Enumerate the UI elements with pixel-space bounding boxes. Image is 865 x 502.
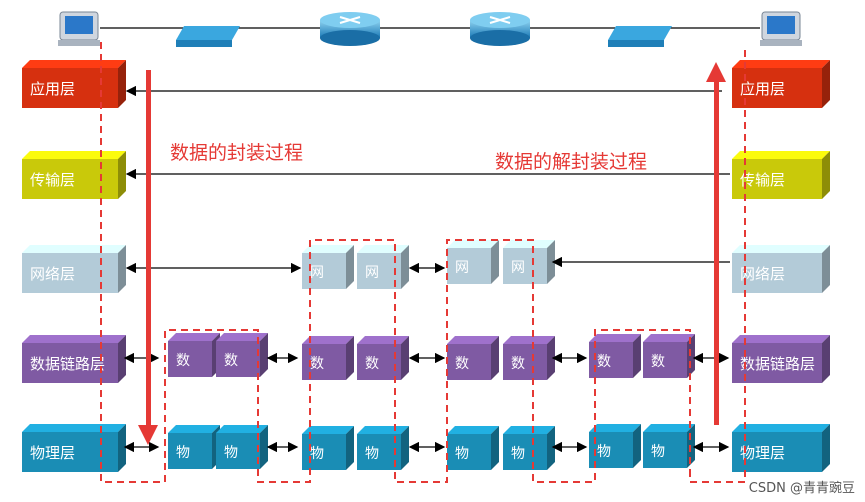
layer-transport-left-label: 传输层	[30, 171, 75, 189]
unit-network: 网	[447, 240, 499, 284]
layer-datalink-left-label: 数据链路层	[30, 355, 105, 373]
layer-network-right-label: 网络层	[740, 265, 785, 283]
unit-datalink-label: 数	[224, 353, 238, 369]
layer-transport-right: 传输层	[732, 151, 830, 199]
unit-physical-label: 物	[365, 446, 379, 462]
unit-datalink-label: 数	[651, 354, 665, 370]
unit-datalink-label: 数	[455, 356, 469, 372]
unit-datalink-label: 数	[511, 356, 525, 372]
unit-datalink: 数	[168, 333, 220, 377]
layer-physical-left-label: 物理层	[30, 444, 75, 462]
unit-network-label: 网	[455, 260, 469, 276]
watermark: CSDN @青青豌豆	[748, 481, 855, 496]
computer-icon	[58, 11, 100, 46]
unit-network-label: 网	[365, 265, 379, 281]
unit-physical: 物	[302, 426, 354, 470]
unit-network: 网	[503, 240, 555, 284]
layer-datalink-right: 数据链路层	[732, 335, 830, 383]
unit-datalink-label: 数	[365, 356, 379, 372]
unit-datalink-label: 数	[310, 356, 324, 372]
router-icon	[320, 12, 380, 46]
layer-network-left: 网络层	[22, 245, 126, 293]
unit-physical-label: 物	[651, 444, 665, 460]
unit-network: 网	[357, 245, 409, 289]
computer-icon	[760, 11, 802, 46]
layer-physical-right: 物理层	[732, 424, 830, 472]
layer-network-right: 网络层	[732, 245, 830, 293]
unit-physical: 物	[589, 424, 641, 468]
layer-physical-left: 物理层	[22, 424, 126, 472]
unit-physical: 物	[216, 425, 268, 469]
unit-physical-label: 物	[455, 446, 469, 462]
switch-icon	[176, 26, 240, 47]
encapsulation-arrow	[138, 70, 158, 445]
unit-physical: 物	[643, 424, 695, 468]
unit-physical: 物	[447, 426, 499, 470]
layer-datalink-right-label: 数据链路层	[740, 355, 815, 373]
unit-datalink: 数	[503, 336, 555, 380]
layer-application-left: 应用层	[22, 60, 126, 108]
unit-physical-label: 物	[310, 446, 324, 462]
layer-transport-left: 传输层	[22, 151, 126, 199]
unit-datalink: 数	[216, 333, 268, 377]
unit-datalink: 数	[357, 336, 409, 380]
layer-physical-right-label: 物理层	[740, 444, 785, 462]
unit-datalink-label: 数	[176, 353, 190, 369]
unit-physical-label: 物	[176, 445, 190, 461]
unit-datalink: 数	[589, 334, 641, 378]
encapsulation-caption: 数据的封装过程	[170, 142, 304, 164]
layer-application-left-label: 应用层	[30, 80, 75, 98]
unit-physical: 物	[357, 426, 409, 470]
unit-network-label: 网	[511, 260, 525, 276]
unit-datalink: 数	[643, 334, 695, 378]
encapsulation-path	[100, 42, 746, 483]
decapsulation-arrow	[706, 62, 726, 425]
unit-physical: 物	[168, 425, 220, 469]
layer-application-right-label: 应用层	[740, 80, 785, 98]
layer-transport-right-label: 传输层	[740, 171, 785, 189]
unit-physical-label: 物	[511, 446, 525, 462]
decapsulation-caption: 数据的解封装过程	[495, 151, 648, 173]
router-icon	[470, 12, 530, 46]
unit-network-label: 网	[310, 265, 324, 281]
unit-physical: 物	[503, 426, 555, 470]
layer-network-left-label: 网络层	[30, 265, 75, 283]
layer-application-right: 应用层	[732, 60, 830, 108]
unit-physical-label: 物	[597, 444, 611, 460]
unit-datalink-label: 数	[597, 354, 611, 370]
unit-physical-label: 物	[224, 445, 238, 461]
unit-datalink: 数	[447, 336, 499, 380]
layer-datalink-left: 数据链路层	[22, 335, 126, 383]
switch-icon	[608, 26, 672, 47]
